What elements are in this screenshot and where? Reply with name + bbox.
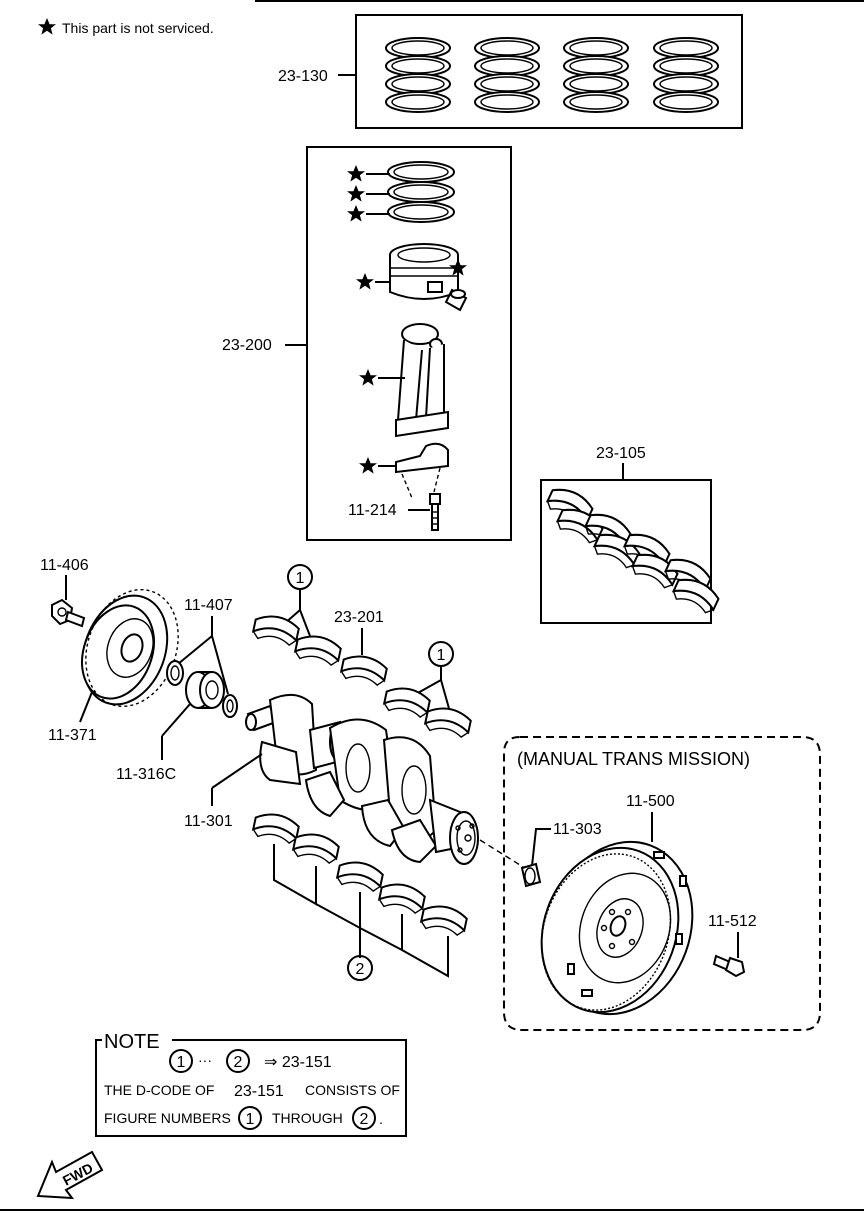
piston-ring-sets-group: 23-130 <box>278 14 743 129</box>
ring-sets-box <box>355 14 743 129</box>
note-box: NOTE 1 ··· 2 ⇒ 23-151 THE D-CODE OF 23-1… <box>95 1031 407 1137</box>
note-title: NOTE <box>104 1031 160 1053</box>
label-23-201: 23-201 <box>334 609 384 626</box>
star-icon <box>38 18 56 35</box>
svg-text:1: 1 <box>296 570 305 587</box>
note-line3-a: FIGURE NUMBERS <box>104 1110 231 1126</box>
manual-transmission-title: (MANUAL TRANS MISSION) <box>517 749 750 769</box>
note-line3-end: . <box>379 1111 383 1127</box>
connecting-rod <box>395 323 449 438</box>
note-line2-b: CONSISTS OF <box>305 1082 400 1098</box>
pilot-bearing <box>520 862 542 888</box>
label-11-303: 11-303 <box>553 821 602 838</box>
piston <box>389 243 459 300</box>
main-bearings-box <box>540 479 712 624</box>
svg-text:1: 1 <box>177 1054 186 1071</box>
note-callout-1b <box>238 1106 262 1130</box>
star-icon <box>356 273 374 290</box>
label-23-130: 23-130 <box>278 68 328 85</box>
note-line2-a: THE D-CODE OF <box>104 1082 214 1098</box>
svg-text:2: 2 <box>356 961 365 978</box>
crankshaft: 11-301 <box>184 693 529 871</box>
legend-text: This part is not serviced. <box>62 20 214 36</box>
lower-bearings-callout: 2 <box>250 809 470 981</box>
note-callout-2 <box>226 1049 250 1073</box>
label-11-407: 11-407 <box>184 597 233 614</box>
connecting-rod-cap <box>395 442 449 499</box>
piston-pin <box>444 288 468 312</box>
note-line2-code: 23-151 <box>234 1083 284 1100</box>
front-seal-parts: 11-407 11-316C <box>116 597 238 783</box>
main-bearings-group: 23-105 <box>540 445 723 624</box>
label-11-301: 11-301 <box>184 813 233 830</box>
fwd-arrow-icon: FWD <box>36 1150 104 1200</box>
ring-set-4 <box>653 37 719 113</box>
label-11-500: 11-500 <box>626 793 675 810</box>
manual-transmission-box: (MANUAL TRANS MISSION) 11-500 11-303 <box>503 736 821 1031</box>
label-11-512: 11-512 <box>708 913 757 930</box>
label-23-105: 23-105 <box>596 445 646 462</box>
thrust-bearing-23-201: 23-201 <box>334 609 390 688</box>
piston-rings <box>387 161 455 223</box>
label-11-214: 11-214 <box>348 502 397 519</box>
o-ring-1 <box>166 660 184 686</box>
star-icon <box>359 369 377 386</box>
label-11-406: 11-406 <box>40 557 89 574</box>
svg-text:1: 1 <box>437 647 446 664</box>
star-icon <box>347 205 365 222</box>
upper-bearing-callout-right: 1 <box>381 641 474 740</box>
note-dots: ··· <box>198 1052 212 1068</box>
timing-sprocket <box>185 671 225 709</box>
flywheel <box>540 840 694 1016</box>
legend: This part is not serviced. <box>38 18 214 36</box>
note-callout-2b <box>352 1106 376 1130</box>
piston-rod-assembly-group: 23-200 <box>222 146 512 541</box>
label-11-316c: 11-316C <box>116 766 176 783</box>
note-arrow-code: ⇒ 23-151 <box>264 1054 332 1071</box>
flywheel-bolt <box>712 954 746 978</box>
crankshaft-pulley: 11-371 <box>48 588 179 744</box>
note-callout-1 <box>169 1049 193 1073</box>
star-icon <box>347 185 365 202</box>
o-ring-2 <box>222 694 238 718</box>
upper-bearing-callout-left: 1 <box>250 564 344 668</box>
note-line3-b: THROUGH <box>272 1110 343 1126</box>
star-icon <box>359 457 377 474</box>
svg-text:1: 1 <box>246 1111 255 1128</box>
piston-assembly-box <box>306 146 512 541</box>
pulley-bolt: 11-406 <box>40 557 89 628</box>
label-11-371: 11-371 <box>48 727 97 744</box>
svg-text:2: 2 <box>234 1054 243 1071</box>
ring-set-1 <box>385 37 451 113</box>
ring-set-2 <box>474 37 540 113</box>
ring-set-3 <box>563 37 629 113</box>
rod-bolt <box>429 493 441 531</box>
star-icon <box>347 165 365 182</box>
svg-text:2: 2 <box>360 1111 369 1128</box>
callout-2-circle <box>347 955 373 981</box>
label-23-200: 23-200 <box>222 337 272 354</box>
